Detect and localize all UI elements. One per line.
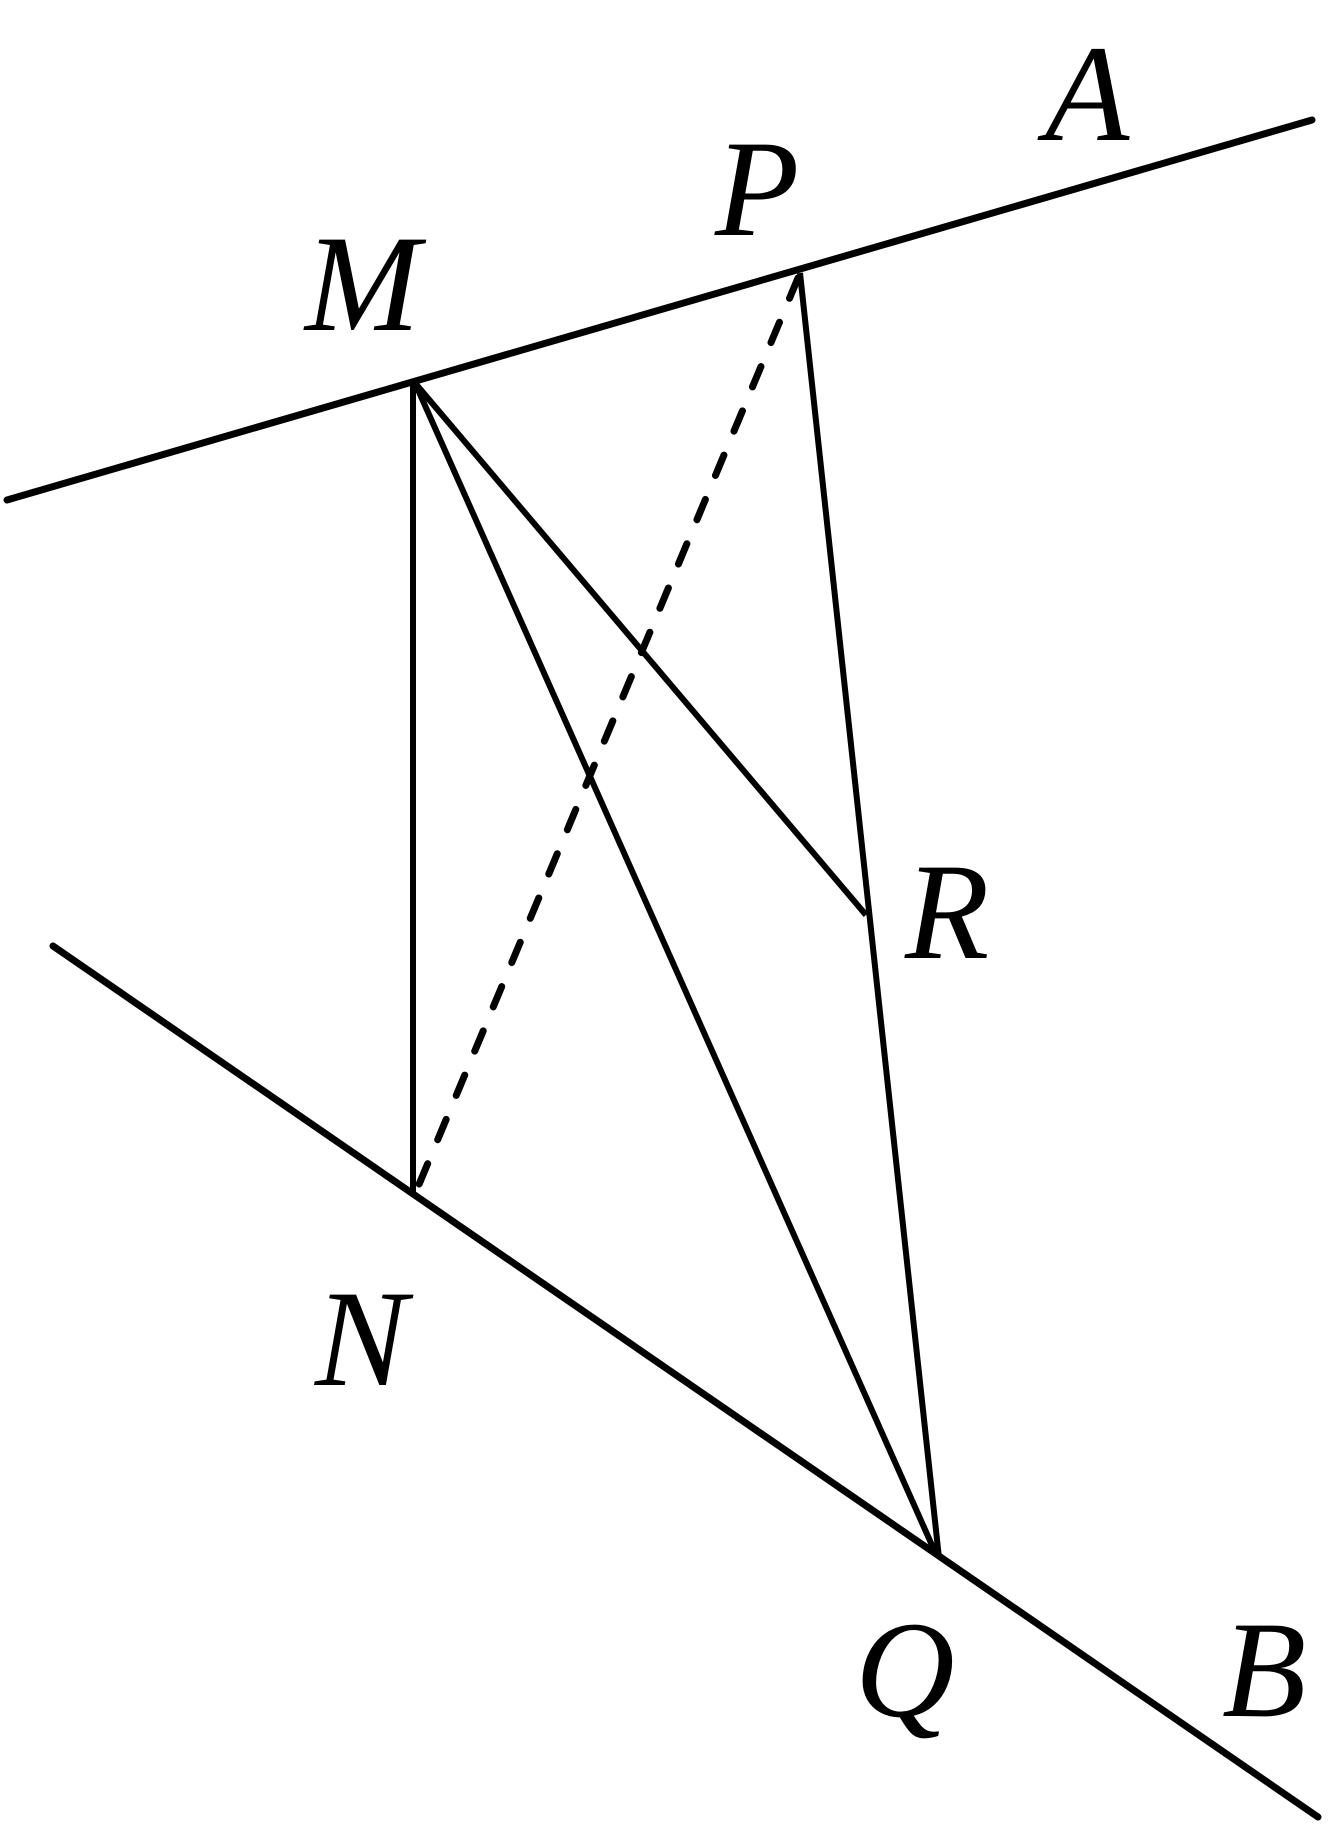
- label-P: P: [714, 112, 799, 265]
- line-MA: [3, 116, 1316, 504]
- label-R: R: [904, 835, 989, 988]
- label-M: M: [303, 207, 427, 360]
- segment-PN-dashed: [411, 274, 802, 1198]
- label-N: N: [313, 1262, 414, 1415]
- segment-MQ: [412, 381, 938, 1554]
- label-B: B: [1222, 1593, 1306, 1746]
- line-NB: [49, 942, 1322, 1821]
- label-A: A: [1037, 17, 1130, 170]
- label-Q: Q: [855, 1593, 955, 1746]
- segment-PQ: [797, 272, 942, 1559]
